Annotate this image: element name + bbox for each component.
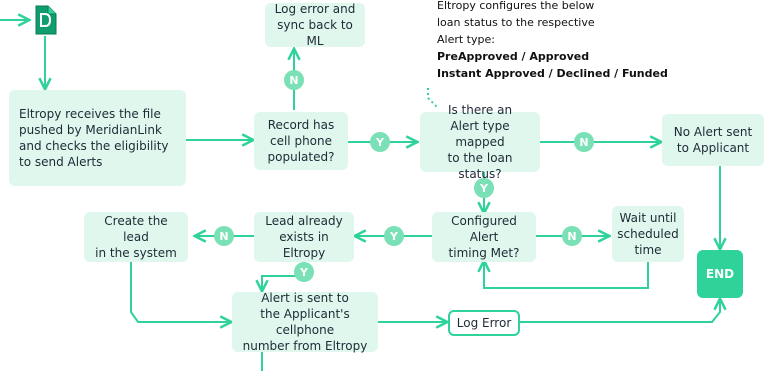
svg-text:N: N <box>219 230 228 243</box>
note-line-3: Alert type: <box>437 33 495 46</box>
alert-type-check-box: Is there an Alert type mapped to the loa… <box>420 103 540 181</box>
document-icon <box>35 5 57 35</box>
create-lead-box: Create the lead in the system <box>84 212 188 262</box>
alert-config-note: Eltropy configures the below loan status… <box>437 0 697 82</box>
badge-n-timing: N <box>562 226 582 246</box>
badge-n-alerttype: N <box>574 132 594 152</box>
wait-loop <box>484 262 649 289</box>
note-line-1: Eltropy configures the below <box>437 0 595 12</box>
badge-y-timing: Y <box>384 226 404 246</box>
badge-y-leadexists: Y <box>294 262 314 282</box>
alert-sent-box: Alert is sent to the Applicant's cellpho… <box>232 291 378 353</box>
create-to-alertsent <box>130 262 230 322</box>
badge-y-alerttype: Y <box>474 178 494 198</box>
svg-text:Y: Y <box>375 136 385 149</box>
badge-y-cell: Y <box>370 132 390 152</box>
log-error-sync-box: Log error and sync back to ML <box>265 2 365 48</box>
svg-text:Y: Y <box>389 230 399 243</box>
wait-box: Wait until scheduled time <box>612 206 684 262</box>
svg-text:Y: Y <box>299 266 309 279</box>
note-status-list-1: PreApproved / Approved <box>437 50 590 63</box>
note-status-list-2: Instant Approved / Declined / Funded <box>437 67 668 80</box>
no-alert-box: No Alert sent to Applicant <box>662 114 764 166</box>
lead-exists-box: Lead already exists in Eltropy <box>254 212 354 262</box>
cell-phone-check-box: Record has cell phone populated? <box>254 112 348 170</box>
badge-n-leadexists: N <box>214 226 234 246</box>
logerror-to-end <box>520 300 720 323</box>
note-line-2: loan status to the respective <box>437 16 595 29</box>
receive-file-box: Eltropy receives the file pushed by Meri… <box>9 90 186 186</box>
log-error-box: Log Error <box>448 310 520 336</box>
svg-text:Y: Y <box>479 182 489 195</box>
timing-check-box: Configured Alert timing Met? <box>432 212 536 262</box>
svg-text:N: N <box>567 230 576 243</box>
end-box: END <box>697 250 743 298</box>
svg-text:N: N <box>289 74 298 87</box>
svg-text:N: N <box>579 136 588 149</box>
badge-n-cell: N <box>284 70 304 90</box>
note-connector <box>427 88 439 109</box>
